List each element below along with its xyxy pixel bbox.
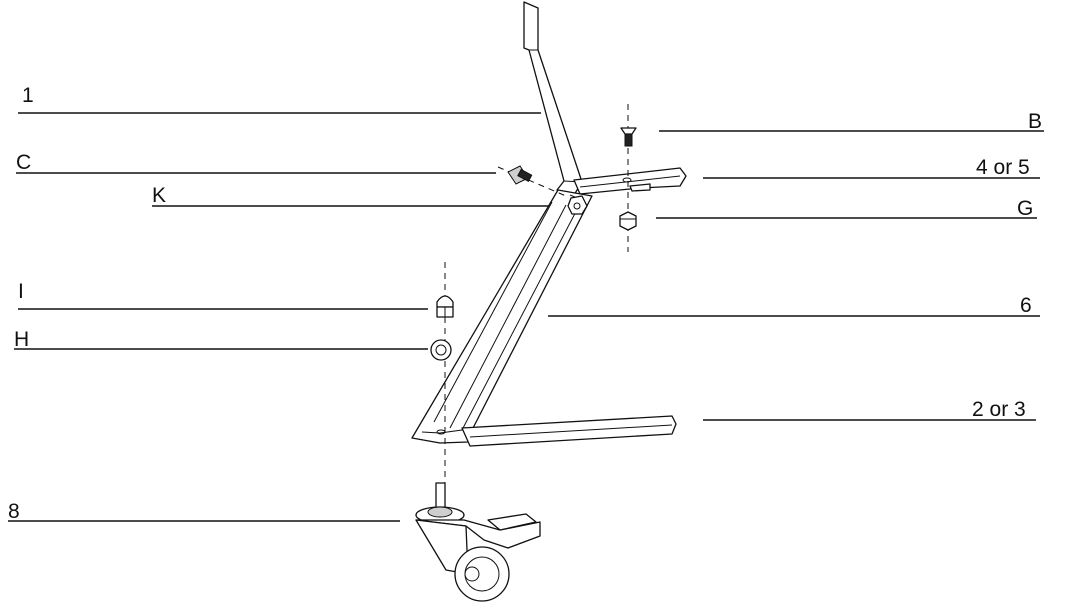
callout-1: 1 — [18, 84, 541, 114]
bracket-part-1 — [523, 1, 583, 198]
callout-label-2or3: 2 or 3 — [972, 398, 1026, 421]
callout-b: B — [659, 110, 1044, 133]
upper-rail-part-4or5 — [573, 167, 687, 195]
callout-h: H — [14, 328, 428, 351]
callout-label-8: 8 — [8, 500, 20, 523]
callout-i: I — [18, 280, 428, 310]
washer-h — [430, 339, 452, 361]
callout-label-k: K — [152, 184, 166, 207]
callout-label-6: 6 — [1020, 294, 1032, 317]
bolt-c — [507, 165, 533, 185]
cap-nut-i — [436, 295, 454, 318]
callout-label-b: B — [1028, 110, 1042, 133]
callout-6: 6 — [548, 294, 1040, 317]
callout-label-4or5: 4 or 5 — [976, 156, 1030, 179]
nut-g — [619, 211, 637, 231]
callout-g: G — [656, 197, 1037, 220]
screw-b — [620, 127, 637, 147]
callout-label-c: C — [16, 151, 31, 174]
caster-wheel-part-8 — [415, 482, 541, 602]
callout-label-h: H — [14, 328, 29, 351]
callout-8: 8 — [8, 500, 400, 523]
callout-4or5: 4 or 5 — [703, 156, 1040, 179]
callout-label-i: I — [18, 280, 24, 303]
callout-label-g: G — [1017, 197, 1033, 220]
nut-k — [567, 195, 588, 215]
lower-rail-part-2or3 — [461, 415, 677, 447]
callout-2or3: 2 or 3 — [703, 398, 1036, 421]
callout-c: C — [16, 151, 496, 174]
callout-k: K — [152, 184, 568, 207]
callout-label-1: 1 — [22, 84, 34, 107]
